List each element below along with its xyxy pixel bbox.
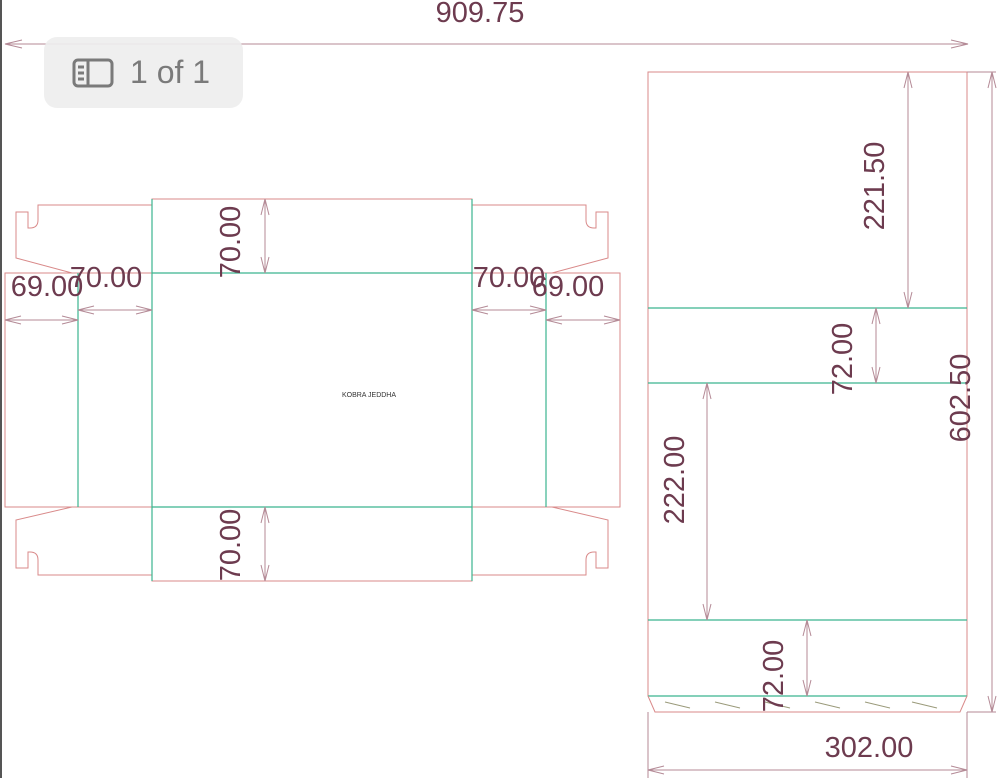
bottom-flap-panel [151,506,473,582]
left-inner-flap [77,272,153,508]
bottom-flap-arrow-down [260,564,270,582]
right-total-value: 602.50 [945,354,977,443]
left-side-arrow-l [4,315,22,325]
right-side-arrow-l [545,315,563,325]
right-strip2-arrow-up [802,619,812,637]
right-middle-value: 222.00 [659,436,691,525]
right-width-value: 302.00 [825,732,914,764]
right-strip2-value: 72.00 [758,640,790,713]
right-strip1-arrow-down [871,366,881,384]
base-panel [151,272,473,508]
left-side-arrow-r [61,315,79,325]
sidebar-pages-icon [72,58,114,88]
center-label: KOBRA JEDDHA [342,392,396,399]
right-top-arrow-down [903,291,913,309]
left-inner-arrow-r [135,305,153,315]
right-width-arrow-l [647,765,665,775]
bottom-flap-value: 70.00 [215,509,247,582]
right-inner-arrow-l [471,305,489,315]
left-inner-value: 70.00 [70,262,143,294]
right-side-panel [545,272,621,508]
right-width-arrow-r [950,765,968,775]
right-strip2-arrow-down [802,679,812,697]
dust-flap-top-right [472,204,609,274]
dust-flap-bottom-left [15,506,152,576]
bottom-flap-arrow-up [260,506,270,524]
top-flap-arrow-down [260,256,270,274]
dust-flap-top-left [15,204,152,274]
right-strip1-value: 72.00 [827,323,859,396]
glue-strip [647,695,968,713]
right-outline [647,71,968,697]
right-side-arrow-r [603,315,621,325]
overall-width-arrow-left [4,39,23,49]
overall-width-arrow-right [950,39,969,49]
page-counter-label: 1 of 1 [130,54,211,90]
top-flap-value: 70.00 [215,206,247,279]
dust-flap-bottom-right [472,506,609,576]
right-side-value: 69.00 [532,271,605,303]
right-top-arrow-up [903,71,913,89]
right-strip1-arrow-up [871,307,881,325]
left-inner-arrow-l [77,305,95,315]
page-counter[interactable]: 1 of 1 [44,37,243,108]
right-middle-arrow-down [702,603,712,621]
top-flap-panel [151,198,473,274]
overall-width-value: 909.75 [436,0,525,29]
left-side-panel [4,272,79,508]
right-inner-flap [471,272,547,508]
left-side-value: 69.00 [11,271,84,303]
right-top-value: 221.50 [859,142,891,231]
top-flap-arrow-up [260,198,270,216]
glue-strip-hatching [664,701,938,709]
right-inner-arrow-r [529,305,547,315]
right-inner-value: 70.00 [473,262,546,294]
right-middle-arrow-up [702,382,712,400]
